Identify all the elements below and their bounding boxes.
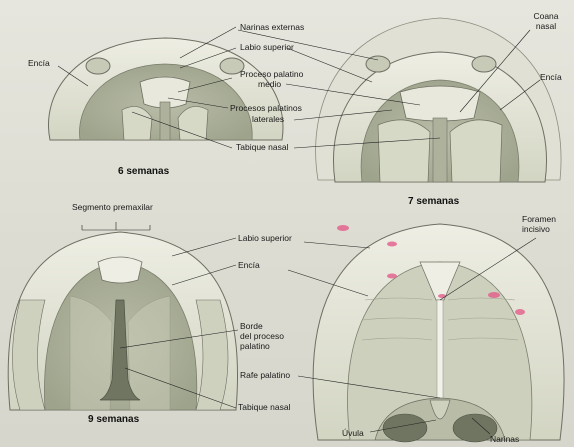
label-narinas-externas: Narinas externas bbox=[240, 22, 304, 32]
label-tabique-nasal-bottom: Tabique nasal bbox=[238, 402, 290, 412]
label-borde-1: Borde bbox=[240, 321, 263, 331]
diagram-7-semanas bbox=[316, 18, 561, 182]
label-procesos-palatinos-laterales-2: laterales bbox=[252, 114, 284, 124]
nasal-septum bbox=[160, 102, 170, 140]
caption-7-semanas: 7 semanas bbox=[408, 196, 459, 207]
premaxillary-segment bbox=[98, 257, 142, 283]
label-proceso-palatino-medio-1: Proceso palatino bbox=[240, 69, 303, 79]
label-coana-nasal-1: Coana bbox=[530, 11, 562, 21]
label-labio-superior-top: Labio superior bbox=[240, 42, 294, 52]
label-encia-6: Encía bbox=[28, 58, 50, 68]
label-borde-3: palatino bbox=[240, 341, 270, 351]
diagram-palate-complete bbox=[313, 224, 564, 442]
nostril-left bbox=[86, 58, 110, 74]
palatine-raphe bbox=[437, 300, 443, 400]
label-segmento-premaxilar: Segmento premaxilar bbox=[72, 202, 153, 212]
label-coana-nasal-2: nasal bbox=[530, 21, 562, 31]
label-uvula: Úvula bbox=[342, 428, 364, 438]
label-foramen-incisivo-2: incisivo bbox=[522, 224, 550, 234]
label-foramen-incisivo-1: Foramen bbox=[522, 214, 556, 224]
label-procesos-palatinos-laterales-1: Procesos palatinos bbox=[230, 103, 302, 113]
label-narinas: Narinas bbox=[490, 434, 519, 444]
label-tabique-nasal-top: Tabique nasal bbox=[236, 142, 288, 152]
label-borde-2: del proceso bbox=[240, 331, 284, 341]
label-rafe-palatino: Rafe palatino bbox=[240, 370, 290, 380]
diagram-9-semanas bbox=[8, 232, 237, 410]
caption-9-semanas: 9 semanas bbox=[88, 414, 139, 425]
caption-6-semanas: 6 semanas bbox=[118, 166, 169, 177]
label-encia-7: Encía bbox=[540, 72, 562, 82]
label-encia-9: Encía bbox=[238, 260, 260, 270]
diagram-6-semanas bbox=[48, 38, 283, 140]
label-proceso-palatino-medio-2: medio bbox=[258, 79, 281, 89]
label-labio-superior-bottom: Labio superior bbox=[238, 233, 292, 243]
